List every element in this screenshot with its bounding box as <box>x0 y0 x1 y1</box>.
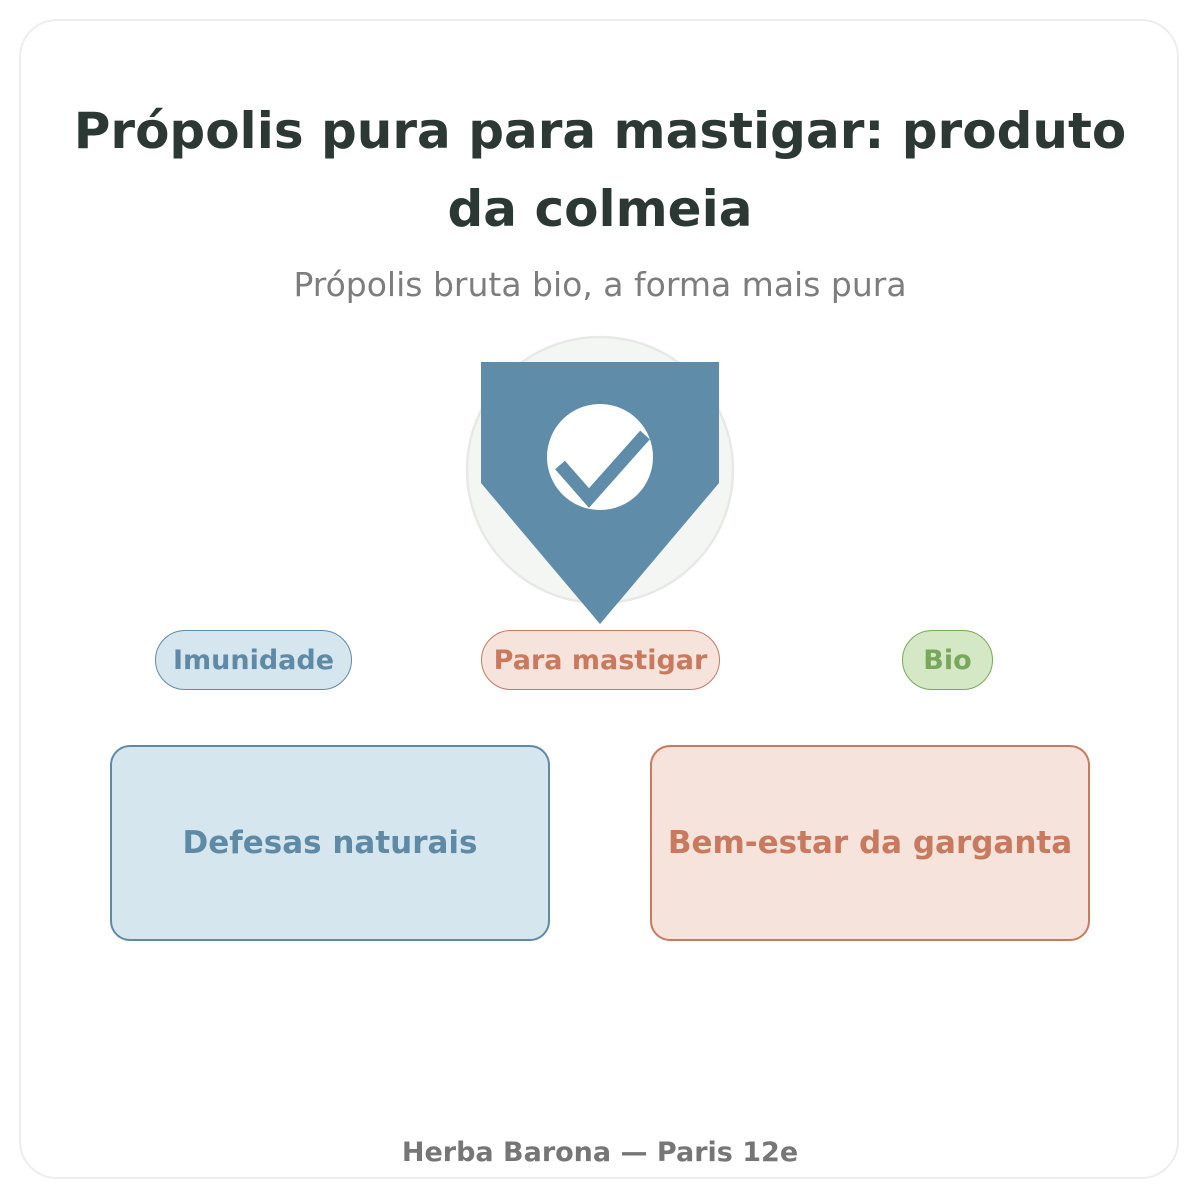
card-bem-estar-garganta: Bem-estar da garganta <box>650 745 1090 941</box>
tag-imunidade: Imunidade <box>155 630 352 690</box>
tag-bio: Bio <box>902 630 993 690</box>
tag-para-mastigar: Para mastigar <box>481 630 720 690</box>
footer-brand: Herba Barona — Paris 12e <box>401 1137 799 1168</box>
page-title: Própolis pura para mastigar: produto da … <box>73 102 1127 238</box>
page-subtitle: Própolis bruta bio, a forma mais pura <box>293 265 907 304</box>
shield-check-icon <box>465 335 735 624</box>
card-defesas-naturais: Defesas naturais <box>110 745 550 941</box>
